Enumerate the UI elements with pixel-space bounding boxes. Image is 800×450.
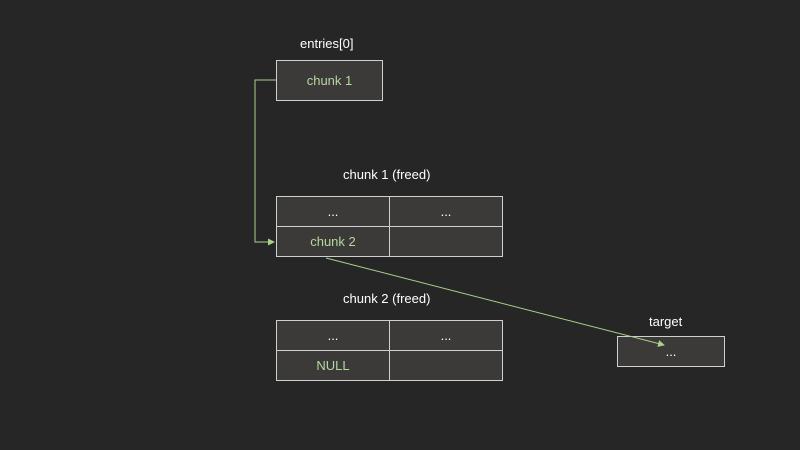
arrow-entries-to-chunk1: [254, 79, 276, 246]
chunk2-cell-null-pointer: NULL: [316, 358, 350, 373]
entries-label: entries[0]: [300, 36, 354, 51]
chunk2-divider-horizontal: [277, 350, 502, 351]
chunk2-cell-1: ...: [440, 328, 452, 343]
chunk2-box: ... ... NULL: [276, 320, 503, 381]
target-cell: ...: [665, 344, 677, 359]
chunk1-divider-horizontal: [277, 226, 502, 227]
chunk1-cell-next-pointer: chunk 2: [310, 234, 356, 249]
chunk1-box: ... ... chunk 2: [276, 196, 503, 257]
entries-box: chunk 1: [276, 60, 383, 101]
chunk2-label: chunk 2 (freed): [343, 291, 431, 306]
chunk1-cell-3: [390, 227, 502, 256]
chunk2-cell-3: [390, 351, 502, 380]
chunk1-cell-0: ...: [327, 204, 339, 219]
target-label: target: [649, 314, 683, 329]
entries-cell-pointer: chunk 1: [306, 73, 353, 88]
chunk2-cell-0: ...: [327, 328, 339, 343]
chunk1-cell-1: ...: [440, 204, 452, 219]
target-box: ...: [617, 336, 725, 367]
chunk1-label: chunk 1 (freed): [343, 167, 431, 182]
